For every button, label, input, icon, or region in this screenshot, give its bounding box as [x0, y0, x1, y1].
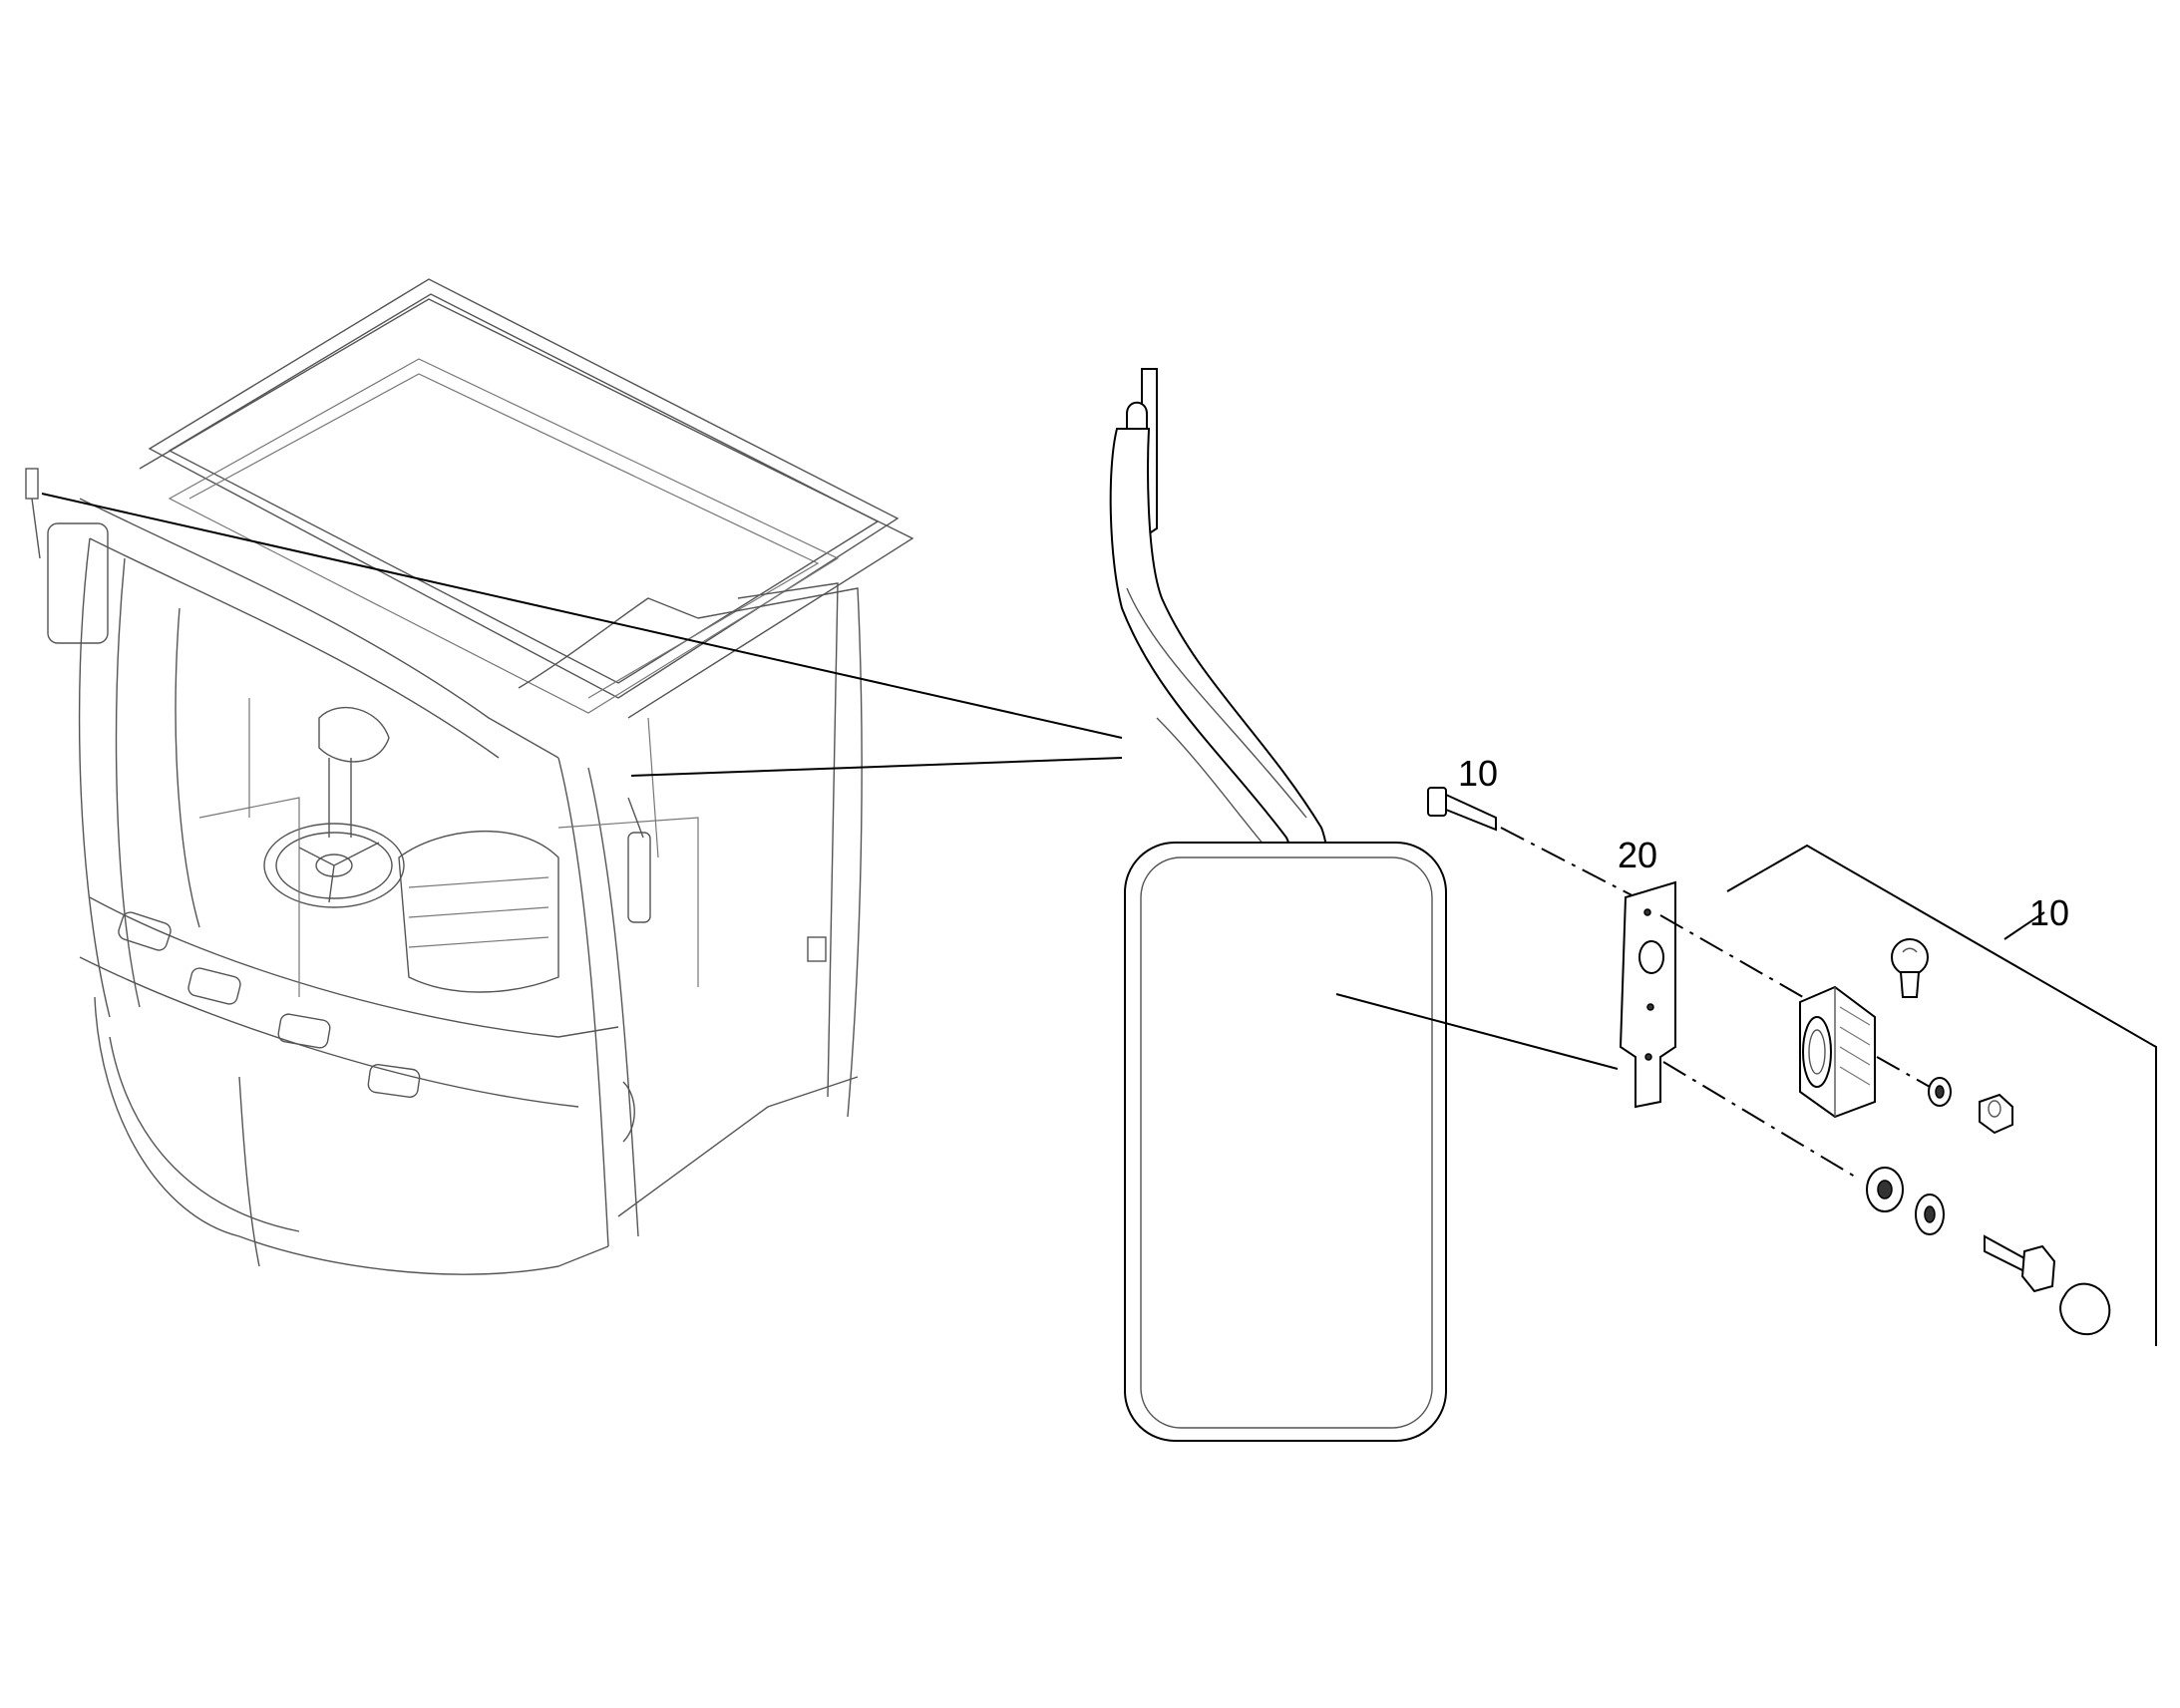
lamp-kit-bracket-line — [1726, 844, 2157, 1346]
mirror-head — [1124, 842, 1447, 1442]
callout-10-bolt: 10 — [1458, 753, 1498, 794]
lamp-kit-leader — [2003, 911, 2045, 940]
bulb — [1891, 938, 1929, 998]
bolt — [1427, 787, 1497, 832]
bracket-axis-upper — [1659, 914, 1804, 998]
callout-10-lamp-kit: 10 — [2029, 892, 2069, 933]
lamp-axis-line — [1876, 1056, 1931, 1088]
bracket-axis-lower — [1662, 1061, 1856, 1178]
nut — [1979, 1093, 2013, 1135]
lamp-housing — [1799, 985, 1876, 1119]
bracket — [1619, 880, 1676, 1109]
bolt-lower — [1984, 1234, 2056, 1293]
leader-line-lower — [630, 757, 1123, 777]
cap — [2059, 1282, 2111, 1336]
bolt-axis-line — [1500, 827, 1646, 903]
cab-assembly — [25, 278, 914, 1275]
callout-20-bracket: 20 — [1618, 835, 1657, 875]
leader-line-upper — [41, 493, 1123, 739]
leader-line-bracket — [1335, 993, 1619, 1070]
